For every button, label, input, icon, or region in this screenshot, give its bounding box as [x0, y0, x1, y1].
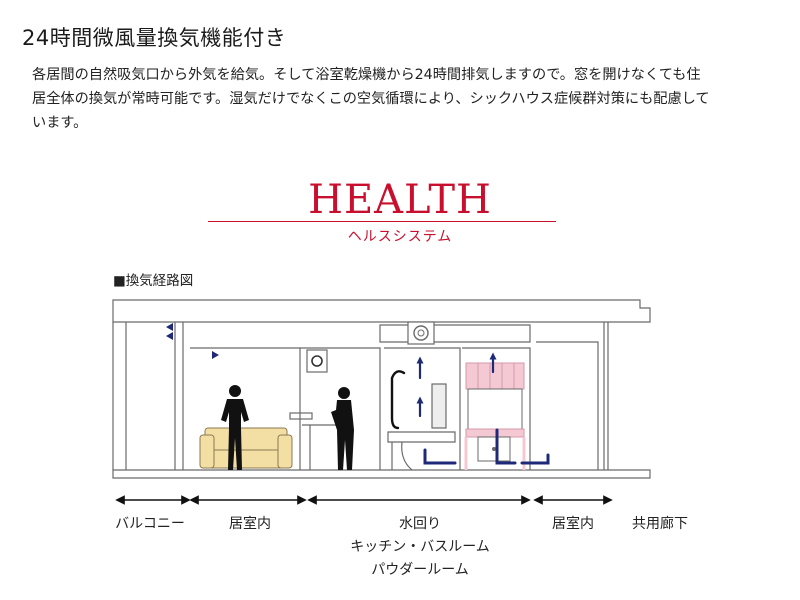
description-line-3: います。	[32, 115, 88, 131]
bath-exhaust-fan	[407, 321, 435, 345]
hall-partition	[536, 341, 599, 470]
diagram-label: ■換気経路図	[113, 273, 194, 289]
wall-vent-icon	[306, 349, 328, 373]
shower-icon	[390, 370, 406, 430]
kitchen-counter	[289, 412, 341, 470]
powder-room-pink	[464, 362, 526, 470]
roof-slab	[112, 299, 651, 323]
health-divider	[208, 221, 556, 222]
zone-label-balcony: バルコニー	[115, 516, 185, 532]
description: 各居間の自然吸気口から外気を給気。そして浴室乾燥機から24時間排気しますので。窓…	[32, 63, 777, 135]
person-silhouette-living	[221, 385, 249, 470]
health-logo-title: HEALTH	[308, 177, 492, 223]
room-partition-2	[300, 347, 381, 470]
description-line-2: 居全体の換気が常時可能です。湿気だけでなくこの空気循環により、シックハウス症候群…	[32, 91, 710, 107]
airflow-arrows	[156, 323, 550, 465]
person-silhouette-kitchen	[331, 387, 354, 470]
sofa-icon	[199, 427, 293, 469]
zone-label-living: 居室内	[229, 516, 271, 532]
zone-label-corridor: 共用廊下	[632, 516, 688, 532]
building-structure	[112, 299, 651, 479]
page-title: 24時間微風量換気機能付き	[22, 26, 287, 50]
zone-label-wet-area: 水回り キッチン・バスルーム パウダールーム	[350, 516, 490, 578]
bath-partition	[384, 347, 461, 470]
health-logo-subtitle: ヘルスシステム	[347, 229, 453, 245]
description-line-1: 各居間の自然吸気口から外気を給気。そして浴室乾燥機から24時間排気しますので。窓…	[32, 67, 701, 83]
bathtub-icon	[387, 383, 456, 471]
zone-label-room: 居室内	[552, 516, 594, 532]
powder-partition	[462, 347, 531, 470]
floor-slab	[112, 469, 651, 479]
exhaust-duct	[379, 324, 531, 343]
